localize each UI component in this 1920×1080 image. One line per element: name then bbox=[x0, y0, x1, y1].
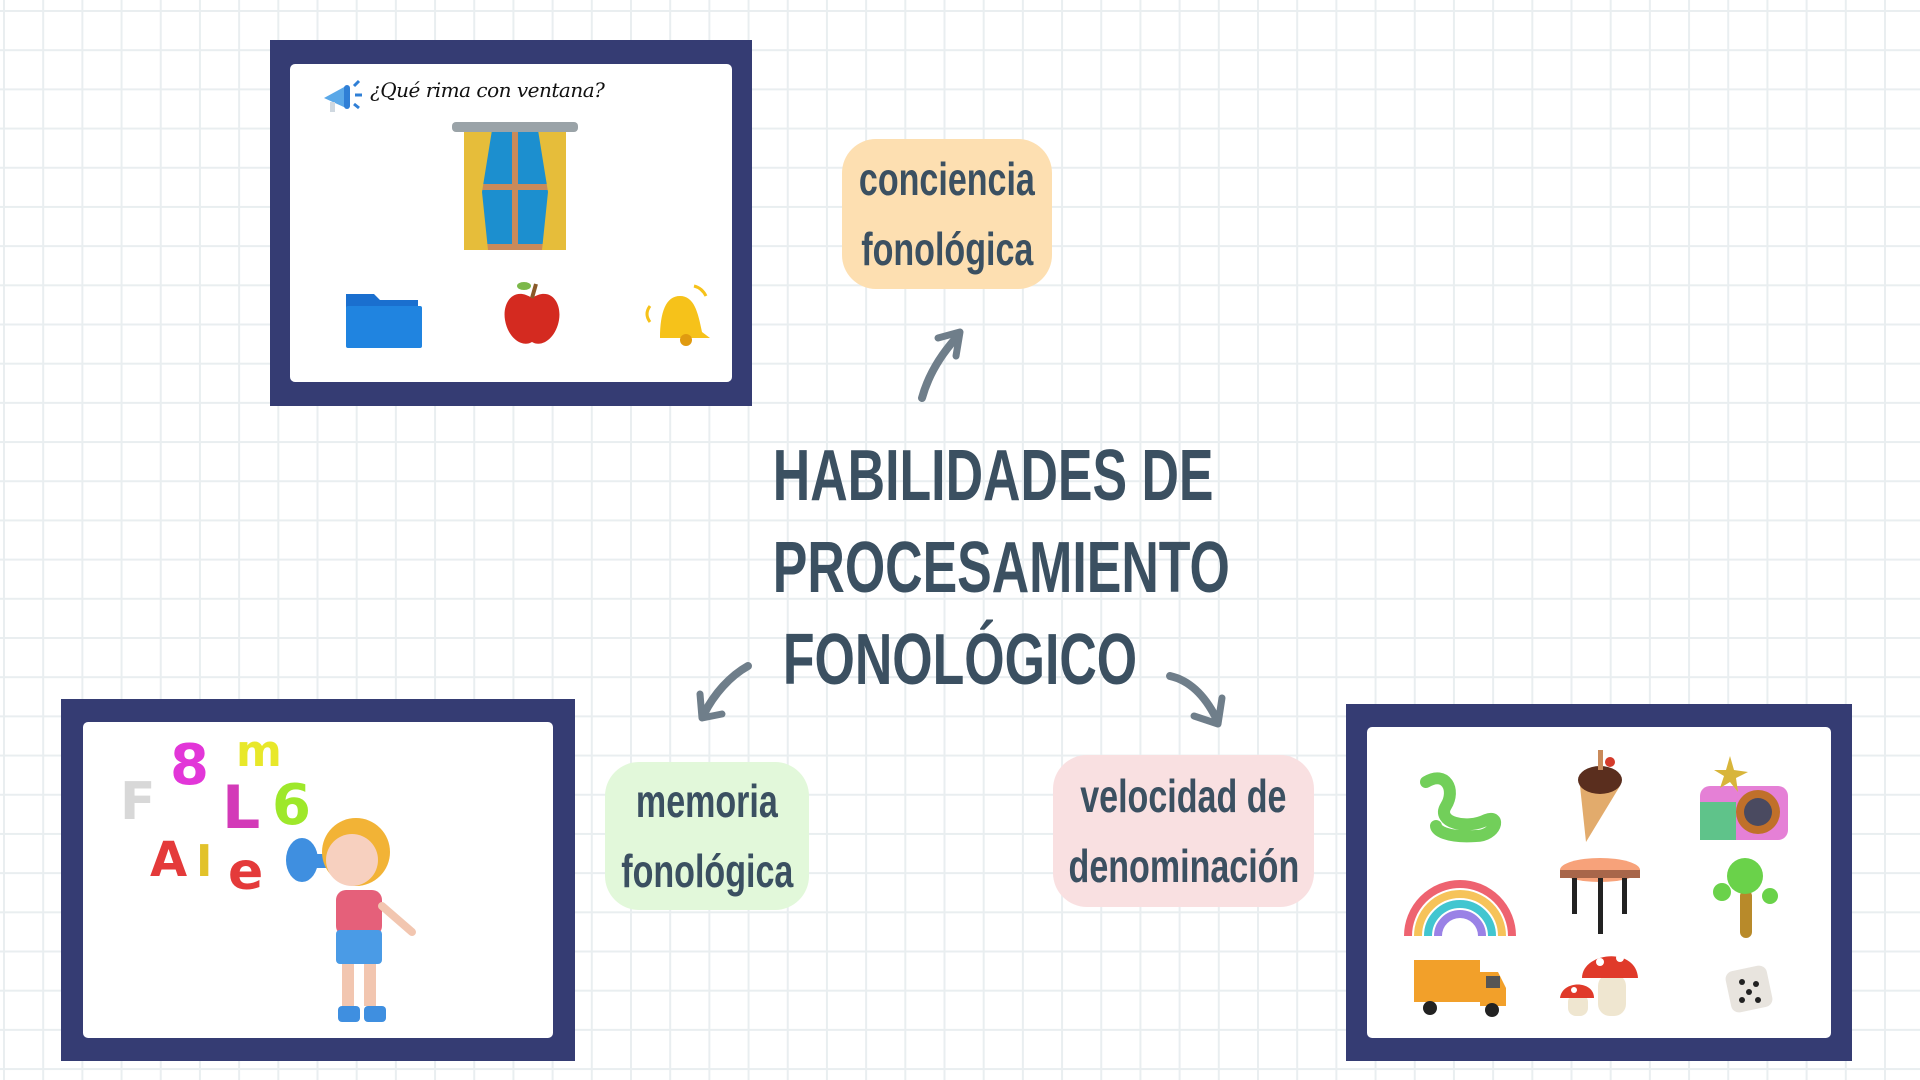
letter: F bbox=[120, 772, 156, 832]
letter: m bbox=[236, 726, 282, 777]
central-title: HABILIDADES DE PROCESAMIENTO FONOLÓGICO bbox=[700, 430, 1230, 706]
arrow-up-right-icon bbox=[918, 328, 964, 402]
branch-memoria-fonologica: memoria fonológica bbox=[605, 762, 809, 910]
tree-icon bbox=[1713, 858, 1778, 938]
letter: A bbox=[150, 832, 188, 888]
title-line: HABILIDADES DE bbox=[772, 436, 1214, 516]
dice-icon bbox=[1725, 965, 1773, 1013]
girl-with-megaphone-illustration bbox=[286, 818, 416, 1022]
letter: I bbox=[196, 836, 213, 887]
camera-icon bbox=[1700, 756, 1788, 840]
branch-label-line: conciencia bbox=[859, 153, 1035, 205]
ice-cream-icon bbox=[1578, 750, 1622, 842]
apple-icon bbox=[504, 282, 560, 344]
letter: 8 bbox=[170, 733, 209, 798]
memory-card-content bbox=[83, 722, 553, 1038]
letter: L bbox=[222, 773, 261, 843]
arrow-down-left-icon bbox=[696, 662, 752, 722]
branch-label-line: velocidad de bbox=[1080, 770, 1287, 822]
megaphone-icon bbox=[324, 79, 362, 112]
window-icon bbox=[452, 122, 578, 250]
letter: 6 bbox=[272, 773, 311, 838]
arrow-down-right-icon bbox=[1166, 672, 1226, 728]
rainbow-icon bbox=[1404, 880, 1516, 937]
branch-label-line: denominación bbox=[1068, 840, 1299, 892]
folder-icon bbox=[346, 294, 422, 348]
rhyme-question: ¿Qué rima con ventana? bbox=[370, 78, 605, 102]
mushroom-icon bbox=[1560, 954, 1638, 1016]
truck-icon bbox=[1414, 960, 1506, 1017]
branch-label-line: fonológica bbox=[620, 845, 794, 897]
branch-conciencia-fonologica: conciencia fonológica bbox=[842, 139, 1052, 289]
letter: e bbox=[228, 842, 264, 902]
branch-label-line: fonológica bbox=[860, 223, 1034, 275]
bell-icon bbox=[645, 284, 710, 346]
table-icon bbox=[1560, 858, 1640, 934]
snake-icon bbox=[1420, 772, 1502, 843]
branch-velocidad-denominacion: velocidad de denominación bbox=[1053, 755, 1314, 907]
title-line: PROCESAMIENTO bbox=[772, 528, 1230, 608]
title-line: FONOLÓGICO bbox=[782, 620, 1138, 700]
branch-label-line: memoria bbox=[636, 775, 778, 827]
